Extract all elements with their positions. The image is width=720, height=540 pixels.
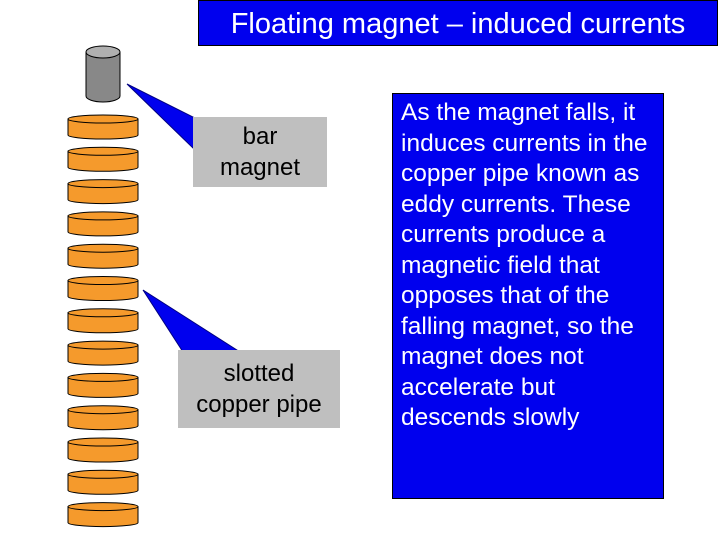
copper-ring	[67, 340, 139, 366]
magnet-callout-pointer	[126, 83, 196, 152]
slotted-copper-pipe	[67, 114, 139, 528]
slide-title: Floating magnet – induced currents	[198, 0, 718, 46]
copper-ring	[67, 243, 139, 269]
bar-magnet-cylinder	[85, 45, 121, 103]
copper-ring	[67, 405, 139, 431]
copper-ring	[67, 308, 139, 334]
copper-ring	[67, 146, 139, 172]
copper-ring	[67, 437, 139, 463]
copper-ring	[67, 211, 139, 237]
copper-ring	[67, 469, 139, 495]
copper-ring	[67, 372, 139, 398]
copper-ring	[67, 502, 139, 528]
bar-magnet-label-text: bar magnet	[219, 123, 301, 181]
explanation-text-box: As the magnet falls, it induces currents…	[392, 93, 664, 499]
pipe-callout-pointer	[142, 289, 242, 353]
bar-magnet-label: bar magnet	[193, 117, 327, 187]
copper-ring	[67, 276, 139, 301]
copper-ring	[67, 114, 139, 140]
copper-pipe-label: slotted copper pipe	[178, 350, 340, 428]
copper-ring	[67, 179, 139, 205]
copper-pipe-label-text: slotted copper pipe	[196, 360, 322, 418]
